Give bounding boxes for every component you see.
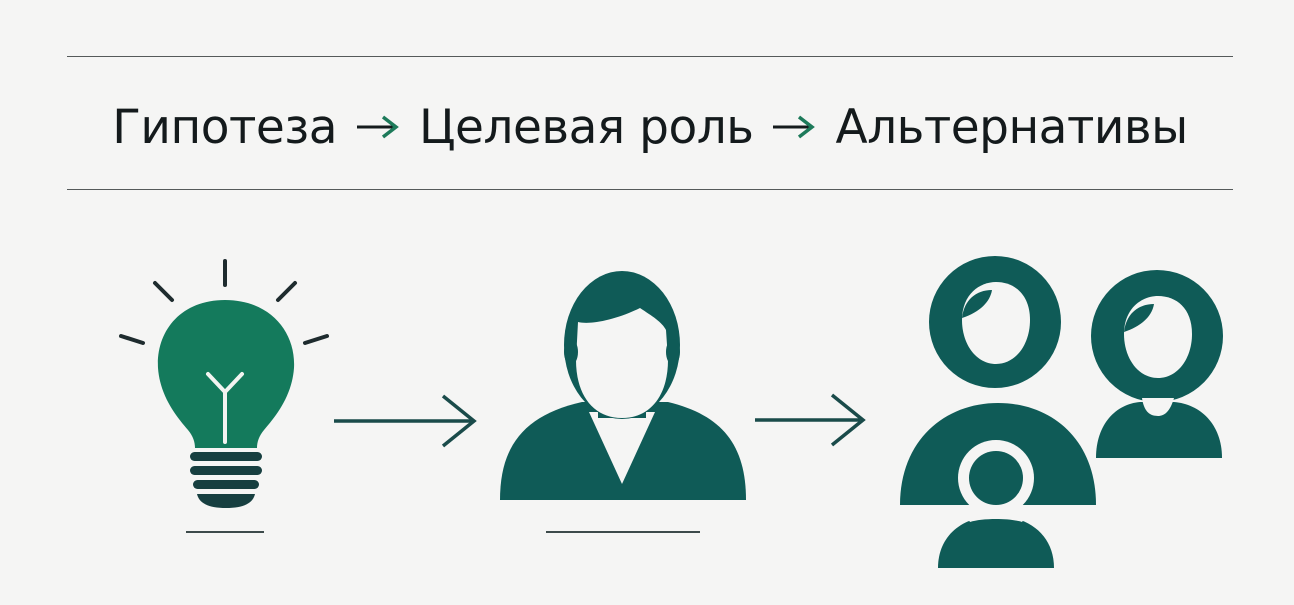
flow-title: Гипотеза Целевая роль Альтернативы [67, 92, 1233, 162]
bottom-divider [67, 189, 1233, 190]
group-of-people-icon [900, 256, 1223, 568]
lightbulb-icon [119, 259, 329, 533]
title-arrow-icon [773, 115, 816, 139]
arrow-right-icon [755, 393, 866, 447]
title-step-hypothesis: Гипотеза [112, 99, 338, 155]
title-arrow-icon [357, 115, 399, 139]
top-divider [67, 56, 1233, 57]
person-icon [500, 271, 746, 533]
title-step-target-role: Целевая роль [419, 99, 754, 155]
title-step-alternatives: Альтернативы [835, 99, 1188, 155]
arrow-right-icon [334, 394, 477, 448]
